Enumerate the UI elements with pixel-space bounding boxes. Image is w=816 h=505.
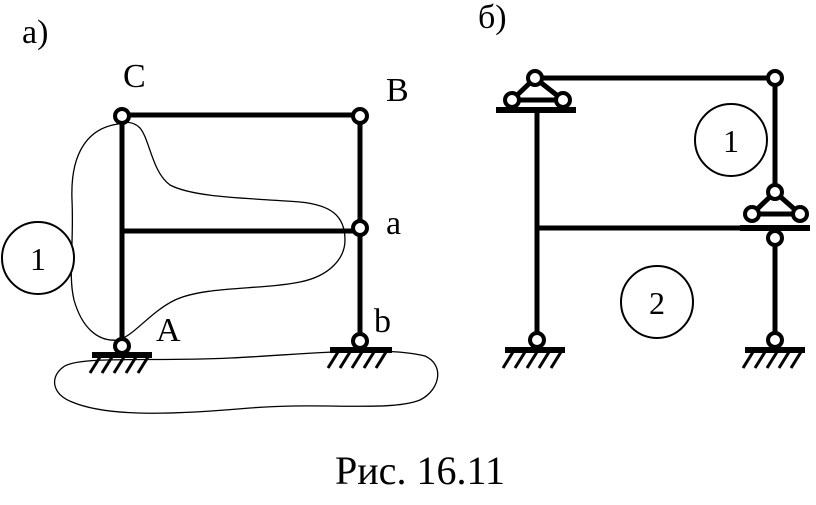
support-A <box>88 352 152 374</box>
disk-1-circle-b <box>694 103 768 177</box>
support-b <box>326 347 392 369</box>
hinge-b <box>351 332 369 350</box>
top-left-hinge-support <box>496 69 576 113</box>
panel-b: б) <box>478 0 810 369</box>
hinge-A <box>113 337 131 355</box>
support-right <box>741 331 805 369</box>
figure-caption: Рис. 16.11 <box>335 448 505 493</box>
hinge-a <box>351 219 369 237</box>
middle-right-hinge-support <box>740 183 810 247</box>
support-left <box>501 331 565 369</box>
disk-2-label-b: 2 <box>649 285 665 321</box>
hinge-B <box>351 107 369 125</box>
node-label-A: A <box>156 312 181 349</box>
panel-b-label: б) <box>478 0 507 36</box>
hinge-top-right <box>766 69 784 87</box>
disk-2-circle-b <box>620 265 694 339</box>
disk-1-circle <box>1 221 75 295</box>
node-label-B: B <box>386 72 409 109</box>
disk-1-label: 1 <box>30 241 46 277</box>
panel-a-label: а) <box>22 14 48 51</box>
ground-contour <box>53 350 439 414</box>
node-label-C: C <box>123 58 146 95</box>
panel-a: а) C <box>1 14 439 414</box>
disk-1-label-b: 1 <box>723 123 739 159</box>
hinge-C <box>113 107 131 125</box>
node-label-a: a <box>386 205 401 242</box>
node-label-b: b <box>374 303 391 340</box>
